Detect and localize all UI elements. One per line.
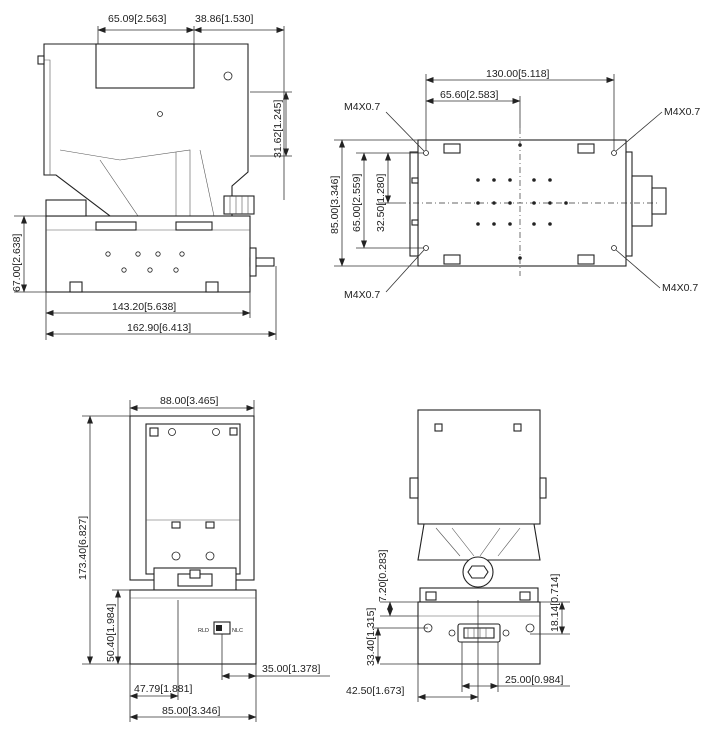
bottom-dim-left-inner: 32.50[1.280] xyxy=(375,174,387,232)
bottom-thread-bottom-right: M4X0.7 xyxy=(662,282,698,294)
front-lower-block xyxy=(129,589,257,665)
bottom-dim-top-inner: 65.60[2.583] xyxy=(440,89,498,101)
rear-dim-left-small: 7.20[0.283] xyxy=(377,549,389,602)
front-dim-top-width: 88.00[3.465] xyxy=(160,395,218,407)
bottom-thread-bottom-left: M4X0.7 xyxy=(344,289,380,301)
side-base-block xyxy=(45,215,251,293)
front-dim-bottom-width: 85.00[3.346] xyxy=(162,705,220,717)
side-view: 65.09[2.563] 38.86[1.530] 31.62[1.245] 6… xyxy=(11,13,292,340)
bottom-dim-top-overall: 130.00[5.118] xyxy=(486,68,550,80)
rear-dim-right: 18.14[0.714] xyxy=(549,574,561,632)
front-dim-offset-left: 47.79[1.881] xyxy=(134,683,192,695)
side-dim-left-vertical: 67.00[2.638] xyxy=(11,234,23,292)
side-screw-icon xyxy=(223,71,233,81)
side-dim-bottom-outer: 162.90[6.413] xyxy=(127,322,191,334)
side-dim-top-right: 38.86[1.530] xyxy=(195,13,253,25)
rear-dim-bottom-left: 42.50[1.673] xyxy=(346,685,404,697)
rear-fan-shroud xyxy=(417,523,541,561)
side-label-plate xyxy=(95,43,195,89)
bottom-dim-left-outer: 85.00[3.346] xyxy=(329,176,341,234)
front-dim-offset-right: 35.00[1.378] xyxy=(262,663,320,675)
rear-dim-bottom-right: 25.00[0.984] xyxy=(505,674,563,686)
rear-dim-left-mid: 33.40[1.315] xyxy=(365,608,377,666)
front-view: RLD NLC 88.00[3.465] 173.40[6.827] 50.40… xyxy=(77,395,330,722)
front-dim-height-lower: 50.40[1.984] xyxy=(105,604,117,662)
side-dim-right-vertical: 31.62[1.245] xyxy=(272,100,284,158)
front-switch-left-label: RLD xyxy=(198,628,209,634)
front-switch-right-label: NLC xyxy=(232,628,243,634)
side-dim-top-left: 65.09[2.563] xyxy=(108,13,166,25)
bottom-dim-left-mid: 65.00[2.559] xyxy=(351,174,363,232)
rear-view: 7.20[0.283] 33.40[1.315] 18.14[0.714] 25… xyxy=(346,409,570,702)
side-dim-bottom-inner: 143.20[5.638] xyxy=(112,301,176,313)
bottom-thread-top-right: M4X0.7 xyxy=(664,106,700,118)
bottom-hole-grid xyxy=(476,143,568,260)
bottom-connector xyxy=(631,175,653,227)
bottom-thread-top-left: M4X0.7 xyxy=(344,101,380,113)
side-knob xyxy=(223,195,255,215)
bottom-view: 130.00[5.118] 65.60[2.583] 85.00[3.346] … xyxy=(329,68,700,301)
front-dim-height-total: 173.40[6.827] xyxy=(77,516,89,580)
